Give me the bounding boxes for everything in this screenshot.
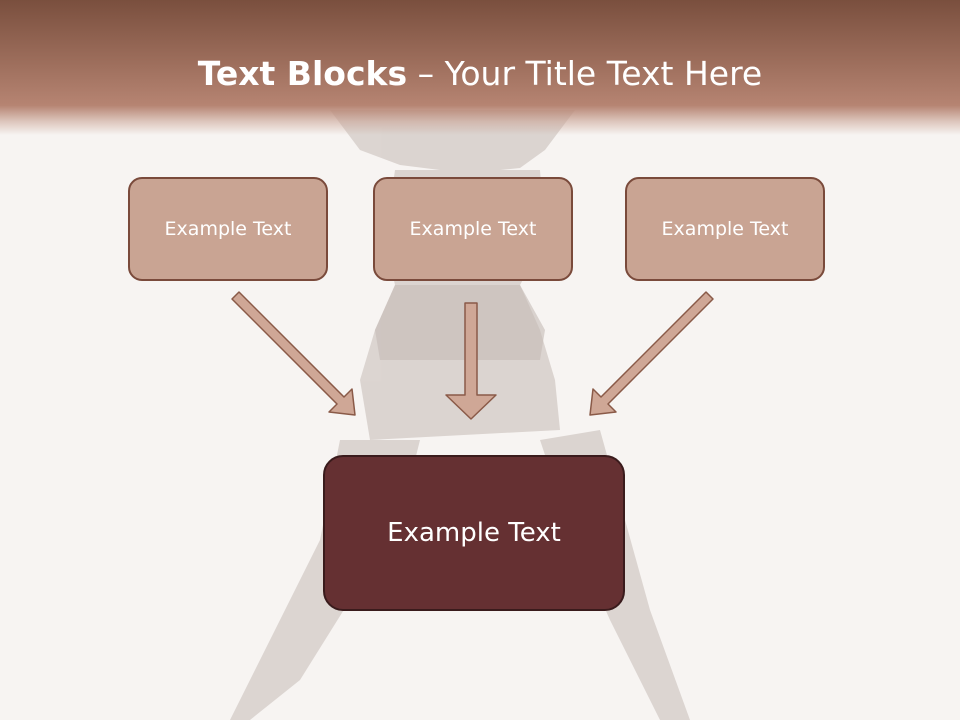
text-block-label: Example Text <box>661 218 789 240</box>
text-block-right[interactable]: Example Text <box>625 177 825 281</box>
arrow-center <box>445 302 497 420</box>
arrow-right <box>589 291 714 416</box>
title-bold: Text Blocks <box>197 54 408 93</box>
arrow-left <box>231 291 356 416</box>
target-text-block[interactable]: Example Text <box>323 455 625 611</box>
text-block-label: Example Text <box>164 218 292 240</box>
title-light: Your Title Text Here <box>444 54 763 93</box>
text-block-label: Example Text <box>409 218 537 240</box>
header-band <box>0 0 960 135</box>
text-block-center[interactable]: Example Text <box>373 177 573 281</box>
slide-title: Text Blocks – Your Title Text Here <box>0 54 960 93</box>
text-block-left[interactable]: Example Text <box>128 177 328 281</box>
title-separator: – <box>407 54 445 93</box>
target-text-block-label: Example Text <box>387 518 561 548</box>
